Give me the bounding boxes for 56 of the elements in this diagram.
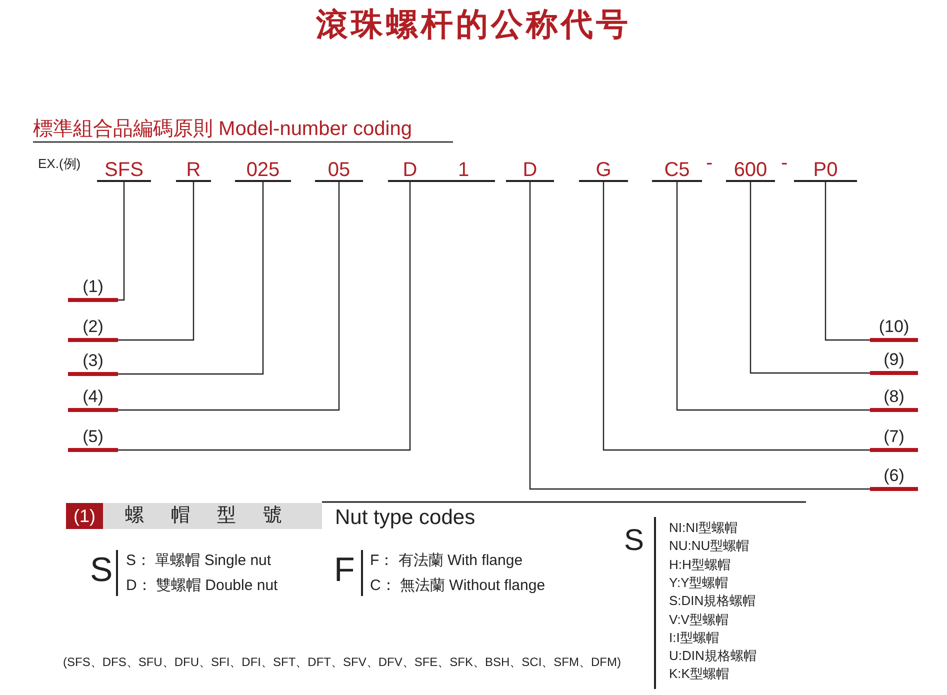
code-description: D： 雙螺帽 Double nut [126,578,278,593]
code-description: I:I型螺帽 [669,630,719,644]
code-segment: D [388,158,432,182]
code-description: U:DIN規格螺帽 [669,649,756,662]
leader-line [118,182,125,301]
section-number-tab: (1) [66,503,103,529]
leader-line [824,182,870,341]
code-segment: 05 [315,158,363,182]
leader-line [750,182,870,374]
code-segment: 600 [726,158,775,182]
leader-line [602,182,870,451]
section-heading: 標準組合品編碼原則 Model-number coding [33,119,412,139]
section-heading-band: 螺 帽 型 號 [103,503,322,529]
code-description: V:V型螺帽 [669,612,728,626]
callout-number: (6) [870,465,918,491]
callout-number: (7) [870,426,918,452]
note-text: (SFS、DFS、SFU、DFU、SFI、DFI、SFT、DFT、SFV、DFV、SFE、SFK、BSH、SCI、SFM、DFM) [63,656,621,668]
code-segment: D [506,158,554,182]
callout-number: (5) [68,426,118,452]
code-segment: C5 [652,158,702,182]
callout-number: (9) [870,349,918,375]
code-description: S： 單螺帽 Single nut [126,553,272,568]
code-description: Y:Y型螺帽 [669,576,728,589]
code-segment: 025 [235,158,291,182]
code-description: K:K型螺帽 [669,667,729,680]
callout-number: (2) [68,316,118,342]
code-description: NU:NU型螺帽 [669,539,750,552]
code-description: F： 有法蘭 With flange [370,553,523,568]
leader-line [118,182,340,411]
callout-number: (8) [870,386,918,412]
callout-number: (3) [68,350,118,376]
leader-line [676,182,870,411]
leader-line [529,182,870,490]
code-letter: F [334,553,355,587]
callout-number: (10) [870,316,918,342]
code-description: NI:NI型螺帽 [669,521,738,534]
code-description: S:DIN規格螺帽 [669,594,756,608]
callout-number: (1) [68,276,118,302]
leader-line [118,182,194,341]
leader-line [118,182,411,451]
code-letter: S [90,553,113,587]
section-heading: Nut type codes [335,507,476,528]
code-letter: S [624,526,644,556]
leader-line [118,182,264,375]
separator-dash: - [781,153,788,173]
code-description: H:H型螺帽 [669,558,730,571]
code-segment: 1 [432,158,495,182]
code-segment: SFS [97,158,151,182]
code-segment: G [579,158,628,182]
example-label: EX.(例) [38,157,81,170]
code-description: C： 無法蘭 Without flange [370,578,546,593]
code-segment: P0 [794,158,857,182]
code-segment: R [176,158,211,182]
callout-number: (4) [68,386,118,412]
title: 滾珠螺杆的公称代号 [315,8,632,40]
separator-dash: - [706,153,713,173]
